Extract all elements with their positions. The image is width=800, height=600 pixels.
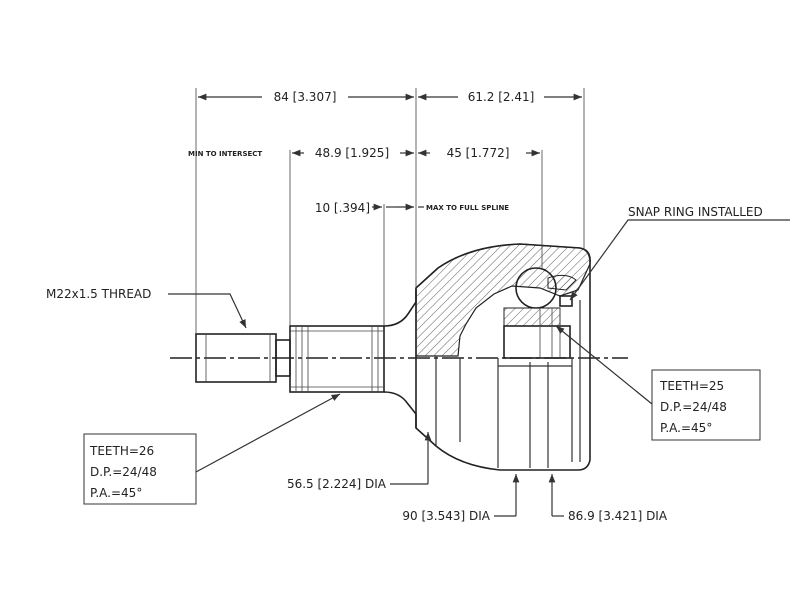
outer-spline-pa: P.A.=45° xyxy=(90,486,142,500)
dim-min-to-intersect: 48.9 [1.925] xyxy=(315,146,389,160)
inner-spline-pa: P.A.=45° xyxy=(660,421,712,435)
inner-spline-teeth: TEETH=25 xyxy=(659,379,724,393)
label-min-to-intersect: MIN TO INTERSECT xyxy=(188,150,262,158)
snap-ring xyxy=(559,295,573,307)
dim-overall-length: 84 [3.307] xyxy=(274,90,337,104)
outer-spline-dp: D.P.=24/48 xyxy=(90,465,157,479)
splined-shaft xyxy=(289,325,385,393)
dim-outer-dia: 90 [3.543] DIA xyxy=(402,509,490,523)
dim-bell-dia: 86.9 [3.421] DIA xyxy=(568,509,668,523)
cv-joint-part xyxy=(195,243,591,471)
outer-spline-spec-box: TEETH=26 D.P.=24/48 P.A.=45° xyxy=(83,433,197,505)
callout-snap-ring: SNAP RING INSTALLED xyxy=(628,205,763,219)
dim-spline-offset: 10 [.394] xyxy=(315,201,370,215)
extension-lines xyxy=(195,88,585,334)
inner-spline-dp: D.P.=24/48 xyxy=(660,400,727,414)
bell-section-hatch xyxy=(415,243,591,357)
callout-thread: M22x1.5 THREAD xyxy=(46,287,151,301)
inner-race xyxy=(503,325,571,359)
label-max-to-full-spline: MAX TO FULL SPLINE xyxy=(426,204,509,212)
dim-outer-length: 61.2 [2.41] xyxy=(468,90,535,104)
ball xyxy=(515,267,557,309)
outer-spline-teeth: TEETH=26 xyxy=(89,444,154,458)
dim-inner-length: 45 [1.772] xyxy=(447,146,510,160)
dim-seal-dia: 56.5 [2.224] DIA xyxy=(287,477,387,491)
inner-spline-spec-box: TEETH=25 D.P.=24/48 P.A.=45° xyxy=(651,369,761,441)
